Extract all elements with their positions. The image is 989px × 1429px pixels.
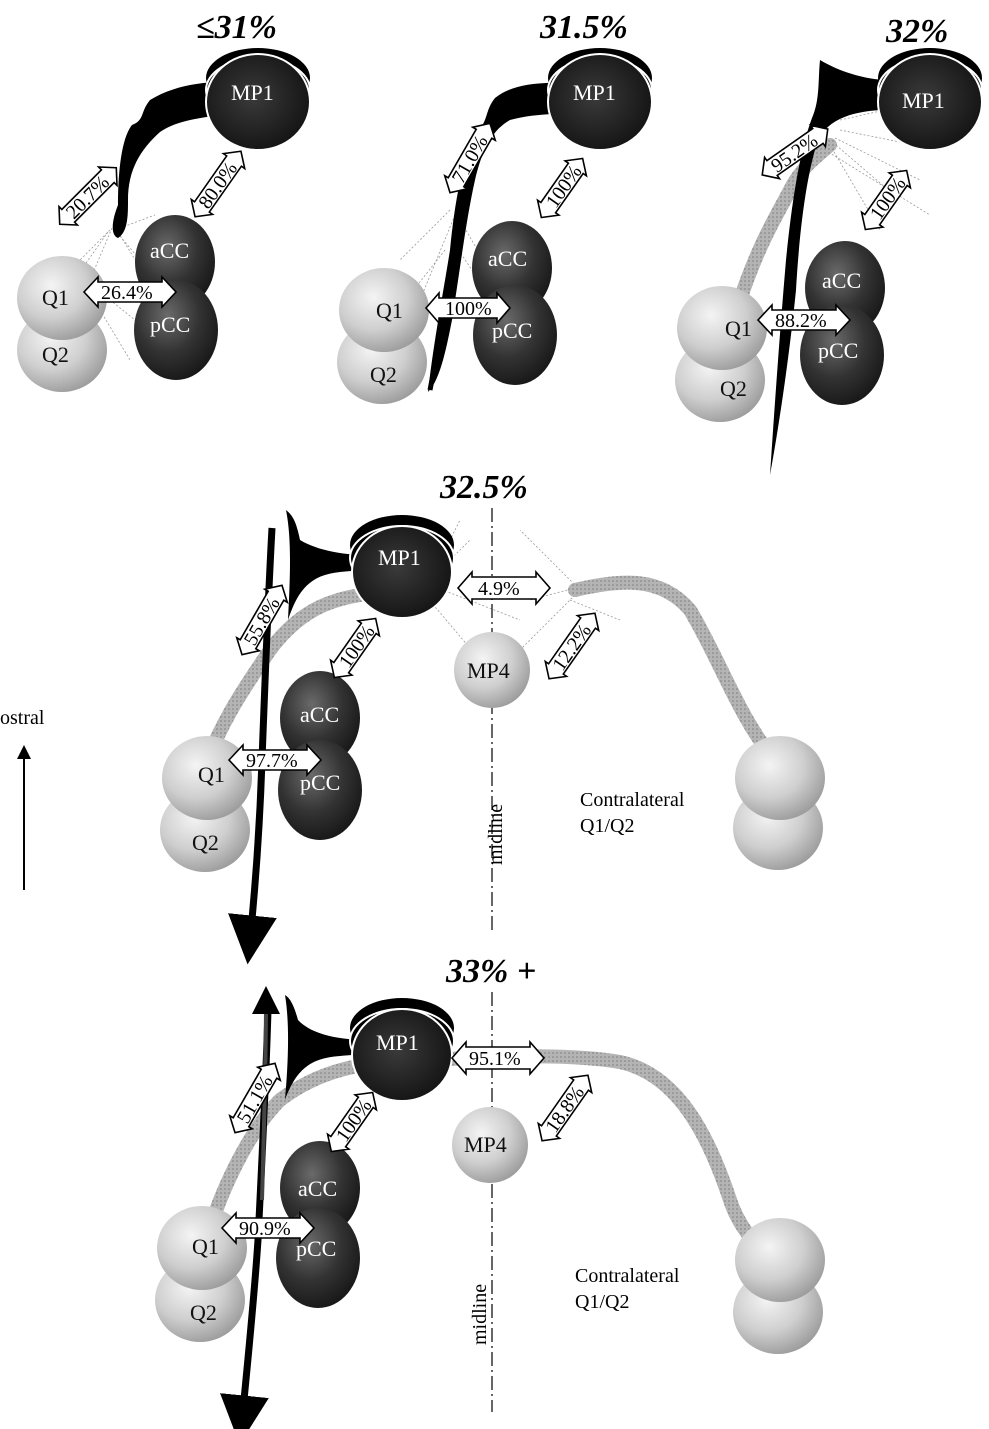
- contact-arrow-100: 100%: [324, 611, 387, 685]
- acc-label: aCC: [150, 238, 189, 263]
- q2-label: Q2: [192, 830, 219, 855]
- contralateral-q1-axon: [575, 583, 775, 760]
- acc-label: aCC: [822, 268, 861, 293]
- q2-label: Q2: [370, 362, 397, 387]
- contact-arrow-12-2: 12.2%: [538, 606, 605, 686]
- stage-2: 31.5% MP1 aCC pCC Q1 Q2 71.0% 100%: [337, 9, 652, 404]
- pcc-label: pCC: [150, 312, 190, 337]
- mp4-label: MP4: [464, 1132, 507, 1157]
- dmp2-axon: [430, 260, 455, 390]
- q1-label: Q1: [198, 762, 225, 787]
- q2-label: Q2: [42, 342, 69, 367]
- q1-label: Q1: [192, 1234, 219, 1259]
- stage-5: 33% + midline MP1 MP4 aCC pCC Q1 Q2 Cont…: [155, 953, 825, 1420]
- stage-1-title: ≤31%: [196, 9, 277, 46]
- contact-arrow-26-4: 26.4%: [84, 277, 176, 307]
- contact-label: 71.0%: [448, 132, 493, 188]
- contralateral-label-line2: Q1/Q2: [575, 1291, 629, 1313]
- q2-label: Q2: [720, 376, 747, 401]
- contralateral-label-line1: Contralateral: [575, 1265, 680, 1287]
- stage-3-title: 32%: [885, 13, 948, 50]
- contact-label: 100%: [445, 298, 492, 320]
- stage-2-title: 31.5%: [539, 9, 628, 46]
- midline-label: midline: [485, 804, 507, 865]
- midline-label: midline: [469, 1284, 491, 1345]
- contact-arrow-95-1: 95.1%: [452, 1042, 544, 1074]
- pcc-label: pCC: [818, 338, 858, 363]
- mp1-label: MP1: [376, 1030, 419, 1055]
- contact-arrow-100-a: 100%: [531, 151, 594, 225]
- contact-label: 95.1%: [469, 1048, 521, 1070]
- contact-label: 97.7%: [246, 750, 298, 772]
- q1-label: Q1: [725, 316, 752, 341]
- contact-arrow-55-8: 55.8%: [231, 579, 294, 661]
- contact-label: 4.9%: [478, 578, 520, 600]
- contact-label: 26.4%: [101, 282, 153, 304]
- contact-label: 12.2%: [548, 620, 596, 675]
- contact-arrow-4-9: 4.9%: [458, 572, 550, 604]
- pcc-label: pCC: [300, 770, 340, 795]
- contact-label: 90.9%: [239, 1218, 291, 1240]
- acc-label: aCC: [300, 702, 339, 727]
- contralateral-q1-cell: [735, 1218, 825, 1302]
- contralateral-label-line1: Contralateral: [580, 789, 685, 811]
- q2-label: Q2: [190, 1300, 217, 1325]
- stage-4: 32.5% midline MP1 MP4 aCC pCC: [160, 469, 825, 940]
- stage-4-title: 32.5%: [439, 469, 528, 506]
- rostral-label: ostral: [0, 707, 45, 729]
- contact-label: 18.8%: [541, 1082, 589, 1137]
- contact-label: 80.0%: [194, 158, 242, 213]
- stage-5-title: 33% +: [445, 953, 536, 990]
- contact-arrow-80-0: 80.0%: [184, 144, 251, 224]
- mp4-label: MP4: [467, 658, 510, 683]
- acc-label: aCC: [488, 246, 527, 271]
- mp1-label: MP1: [902, 88, 945, 113]
- mp1-label: MP1: [231, 80, 274, 105]
- contact-arrow-100: 100%: [321, 1085, 384, 1159]
- rostral-orientation: ostral: [0, 707, 45, 890]
- contralateral-label-line2: Q1/Q2: [580, 815, 634, 837]
- stage-3: 32% MP1 aCC pCC Q1 Q2 95.2% 100%: [675, 13, 982, 475]
- mp1-label: MP1: [378, 545, 421, 570]
- contact-arrow-90-9: 90.9%: [222, 1213, 314, 1243]
- mp1-label: MP1: [573, 80, 616, 105]
- contralateral-q1-cell: [735, 736, 825, 820]
- stage-1: ≤31% MP1 aCC pCC Q1 Q2 20.7%: [17, 9, 310, 392]
- acc-label: aCC: [298, 1176, 337, 1201]
- contact-arrow-100-b: 100%: [426, 293, 510, 323]
- contact-label: 88.2%: [775, 310, 827, 332]
- q1-label: Q1: [42, 285, 69, 310]
- contact-arrow-97-7: 97.7%: [229, 745, 321, 775]
- contact-arrow-88-2: 88.2%: [758, 305, 850, 335]
- contact-arrow-18-8: 18.8%: [531, 1068, 598, 1148]
- contact-label: 20.7%: [62, 171, 114, 223]
- q1-label: Q1: [376, 298, 403, 323]
- q1-cell: [677, 286, 767, 370]
